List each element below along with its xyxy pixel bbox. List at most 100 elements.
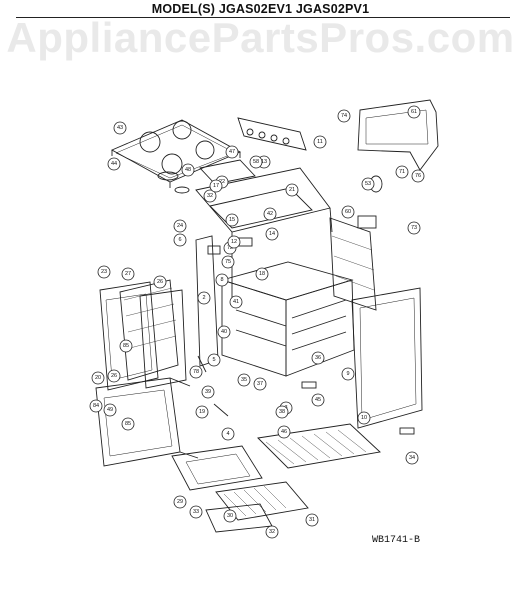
part-callout-label: 10 — [361, 415, 367, 421]
part-callout-circle — [337, 109, 351, 123]
part-callout-label: 43 — [117, 125, 123, 131]
part-callout-label: 34 — [409, 455, 415, 461]
part-callout-label: 71 — [399, 169, 405, 175]
part-callout-label: 20 — [95, 375, 101, 381]
part-callout-label: 85 — [125, 421, 131, 427]
part-callout-circle — [265, 227, 279, 241]
part-callout-label: 12 — [231, 239, 237, 245]
part-callout-circle — [173, 233, 187, 247]
model-title: MODEL(S) JGAS02EV1 JGAS02PV1 — [151, 2, 370, 16]
part-callout-circle — [119, 339, 133, 353]
part-callout-label: 38 — [279, 409, 285, 415]
control-panel-strip — [237, 117, 307, 151]
part-callout-circle — [207, 353, 221, 367]
broiler-pan — [171, 445, 263, 491]
part-callout-label: 74 — [341, 113, 347, 119]
part-callout-circle — [277, 425, 291, 439]
drawing-code: WB1741-B — [372, 535, 421, 546]
part-callout-label: 41 — [233, 299, 239, 305]
part-callout-circle — [229, 295, 243, 309]
part-callout-label: 26 — [157, 279, 163, 285]
drawer — [95, 377, 199, 467]
part-callout-circle — [249, 155, 263, 169]
part-callout-circle — [195, 405, 209, 419]
part-callout-label: 35 — [241, 377, 247, 383]
part-callout-circle — [173, 219, 187, 233]
part-callout-label: 21 — [289, 187, 295, 193]
part-callout-label: 15 — [229, 217, 235, 223]
part-callout-label: 11 — [317, 139, 323, 145]
part-callout-circle — [91, 371, 105, 385]
part-callout-circle — [313, 135, 327, 149]
part-callout-label: 4 — [226, 431, 229, 437]
part-callout-circle — [217, 325, 231, 339]
backguard — [357, 99, 439, 171]
part-callout-label: 76 — [415, 173, 421, 179]
part-callout-label: 31 — [309, 517, 315, 523]
part-callout-label: 40 — [221, 329, 227, 335]
part-callout-circle — [113, 121, 127, 135]
part-callout-label: 13 — [261, 159, 267, 165]
part-callout-circle — [107, 369, 121, 383]
part-callout-circle — [203, 189, 217, 203]
part-callout-label: 5 — [212, 357, 215, 363]
part-callout-circle — [265, 525, 279, 539]
part-callout-label: 46 — [281, 429, 287, 435]
part-callout-circle — [209, 179, 223, 193]
part-callout-circle — [223, 509, 237, 523]
part-callout-label: 84 — [93, 403, 99, 409]
part-callout-circle — [395, 165, 409, 179]
part-callout-label: 85 — [123, 343, 129, 349]
part-callout-circle — [311, 393, 325, 407]
part-callout-label: 18 — [259, 271, 265, 277]
part-callout-circle — [357, 411, 371, 425]
side-panel-right — [351, 287, 423, 429]
part-callout-circle — [361, 177, 375, 191]
burner-assembly — [157, 159, 256, 194]
part-callout-label: 8 — [220, 277, 223, 283]
part-callout-circle — [215, 273, 229, 287]
part-callout-label: 14 — [269, 231, 275, 237]
part-callout-label: 17 — [213, 183, 219, 189]
part-callout-circle — [411, 169, 425, 183]
part-callout-circle — [89, 399, 103, 413]
part-callout-circle — [285, 183, 299, 197]
part-callout-label: 37 — [257, 381, 263, 387]
part-callout-label: 27 — [125, 271, 131, 277]
part-callout-circle — [255, 267, 269, 281]
watermark-text: AppliancePartsPros.com — [6, 14, 515, 61]
part-callout-circle — [153, 275, 167, 289]
part-callout-circle — [311, 351, 325, 365]
part-callout-label: 61 — [411, 109, 417, 115]
part-callout-label: 58 — [253, 159, 259, 165]
header-rule — [16, 17, 510, 18]
part-callout-label: 33 — [193, 509, 199, 515]
part-callout-circle — [121, 417, 135, 431]
part-callout-label: 45 — [315, 397, 321, 403]
part-callout-label: 60 — [345, 209, 351, 215]
part-callout-label: 73 — [411, 225, 417, 231]
drawer-pan — [205, 503, 273, 533]
part-callout-circle — [341, 367, 355, 381]
part-callout-label: 6 — [178, 237, 181, 243]
part-callout-circle — [103, 403, 117, 417]
part-callout-circle — [121, 267, 135, 281]
part-callout-circle — [225, 145, 239, 159]
part-callout-label: 49 — [107, 407, 113, 413]
part-callout-circle — [97, 265, 111, 279]
part-callout-circle — [189, 365, 203, 379]
oven-door — [99, 281, 187, 391]
part-callout-circle — [173, 495, 187, 509]
part-callout-circle — [237, 373, 251, 387]
part-callout-circle — [225, 213, 239, 227]
part-callout-label: 39 — [205, 389, 211, 395]
part-callout-label: 47 — [229, 149, 235, 155]
part-callout-circle — [227, 235, 241, 249]
oven-cavity — [220, 261, 355, 377]
part-callout-circle — [221, 255, 235, 269]
part-callout-circle — [181, 163, 195, 177]
part-callout-label: 36 — [315, 355, 321, 361]
part-callout-label: 19 — [199, 409, 205, 415]
insulation-right — [329, 217, 377, 311]
